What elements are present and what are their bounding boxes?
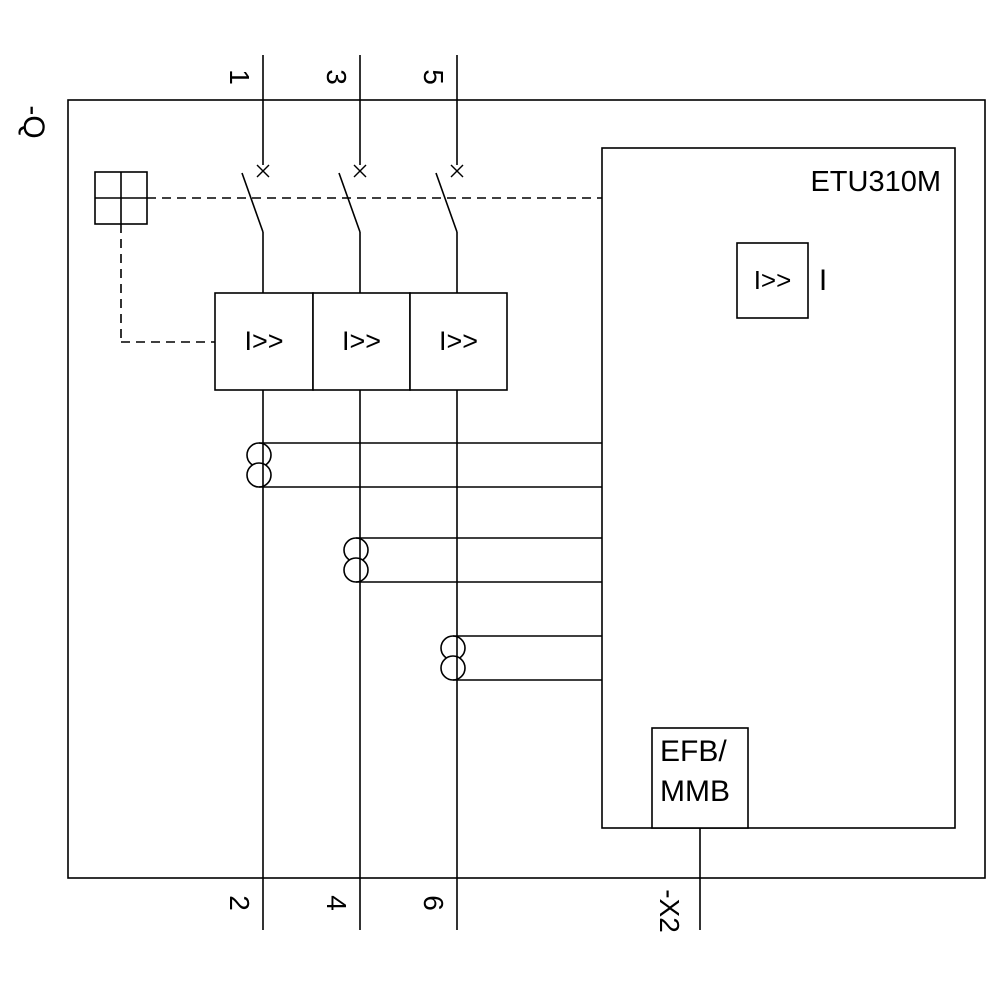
release-box-2: [312, 292, 411, 391]
pole-2-conductor: [338, 55, 367, 930]
ct-sensor-pole-1: [246, 442, 272, 488]
etu-box: [601, 147, 956, 829]
pole-3-conductor: [435, 55, 464, 930]
mechanism-linkage-dashed: [120, 197, 602, 343]
pole-1-terminal-bottom-label: 2: [224, 895, 255, 911]
pole-2-terminal-bottom-label: 4: [321, 895, 352, 911]
pole-3-terminal-top-label: 5: [418, 69, 449, 85]
release-box-3-label: I>>: [438, 326, 479, 356]
breaker-outline: [67, 99, 986, 879]
pole-1-terminal-top-label: 1: [224, 69, 255, 85]
pole-3-terminal-bottom-label: 6: [418, 895, 449, 911]
contact-cross-icon: [450, 164, 464, 178]
etu-instantaneous-box: [736, 242, 809, 319]
switch-blade: [338, 172, 361, 233]
release-box-2-label: I>>: [341, 326, 382, 356]
ct-sensor-pole-2: [343, 537, 369, 583]
etu-label: ETU310M: [810, 166, 941, 198]
efb-label-line1: EFB/: [660, 735, 727, 768]
device-tag: -Q: [17, 105, 50, 139]
pole-2-terminal-top-label: 3: [321, 69, 352, 85]
efb-label-line2: MMB: [660, 775, 730, 808]
etu-current-label: I: [818, 264, 828, 297]
aux-connector-label: -X2: [654, 889, 685, 933]
ct-sensor-pole-3: [440, 635, 466, 681]
ct-wires: [259, 442, 602, 681]
switch-blade: [435, 172, 458, 233]
operating-mechanism-box: [94, 171, 148, 225]
release-box-1: [214, 292, 314, 391]
efb-mmb-box: [651, 727, 749, 829]
contact-cross-icon: [353, 164, 367, 178]
release-box-1-label: I>>: [244, 326, 284, 356]
etu-instantaneous-label: I>>: [753, 265, 792, 295]
pole-1-conductor: [241, 55, 270, 930]
contact-cross-icon: [256, 164, 270, 178]
release-box-3: [409, 292, 508, 391]
switch-blade: [241, 172, 264, 233]
